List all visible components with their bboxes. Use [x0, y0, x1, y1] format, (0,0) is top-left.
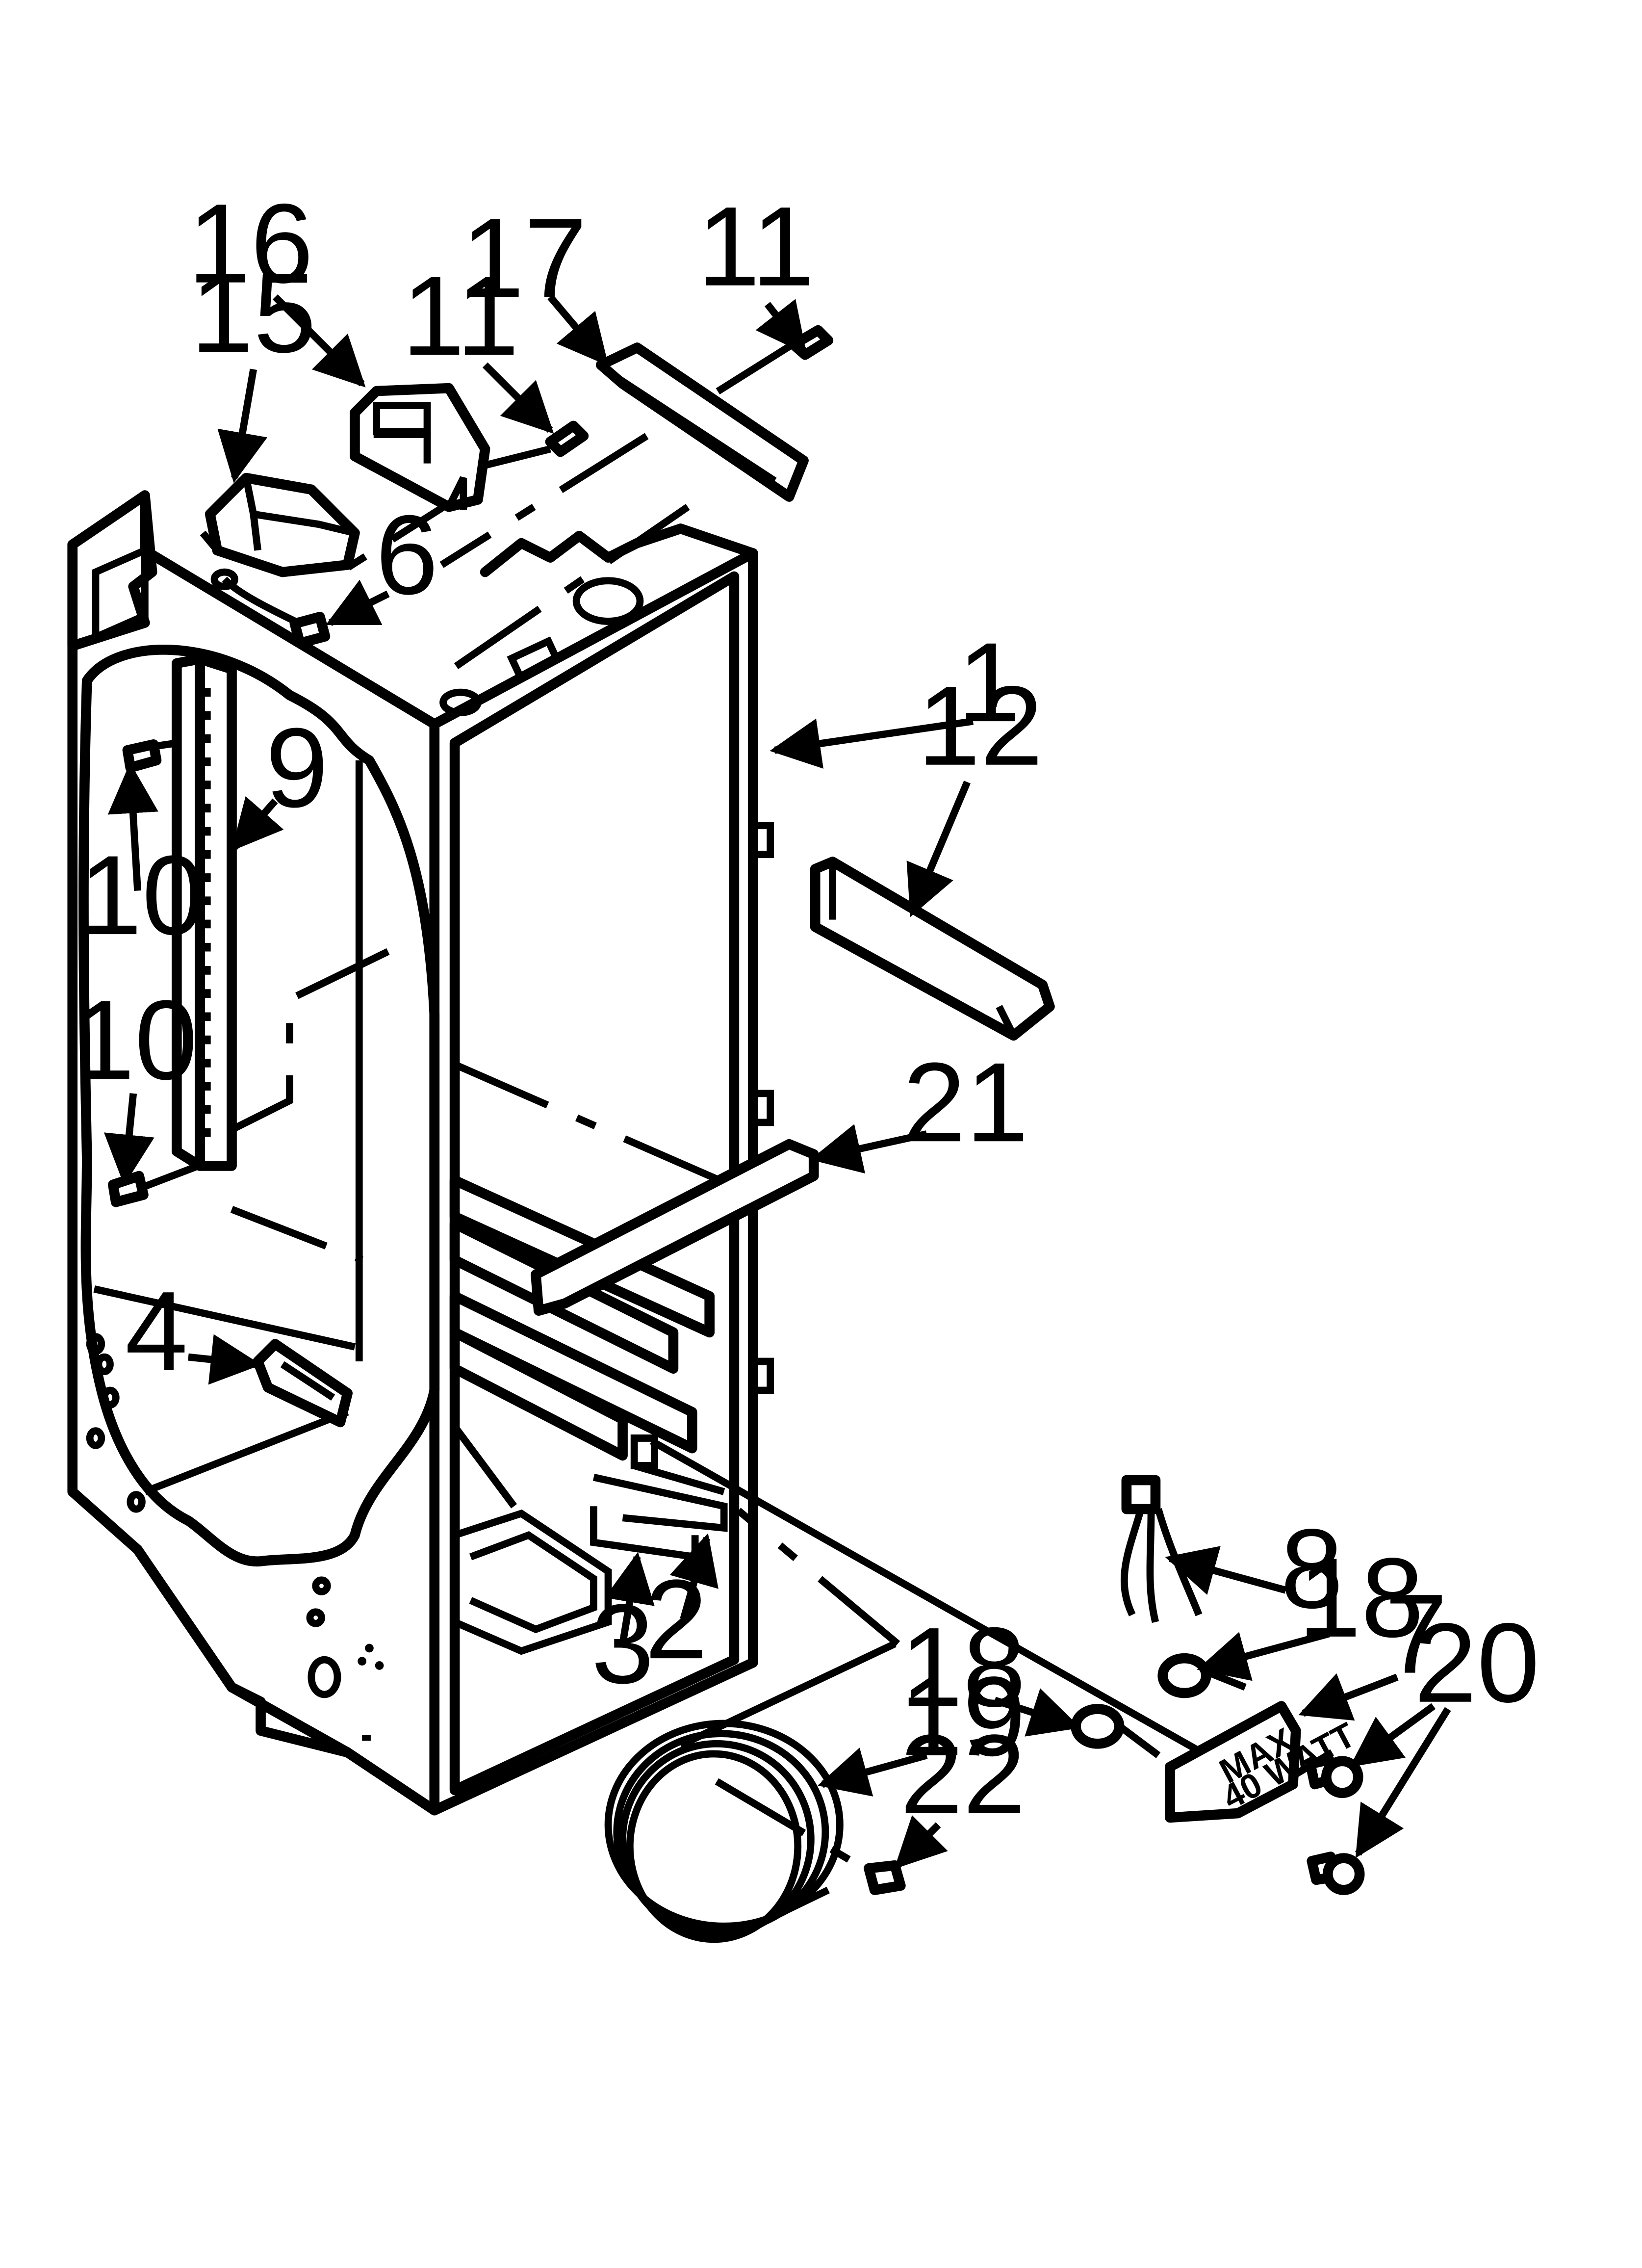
callout-10-upper: 10: [79, 832, 205, 958]
callout-20: 20: [1414, 1600, 1539, 1726]
callout-11-left: 11: [402, 253, 519, 379]
bracket-part-16: [350, 383, 490, 512]
callout-21: 21: [903, 1039, 1028, 1165]
callout-22: 22: [900, 1711, 1026, 1837]
callout-labels: 16 15 17 11 11 6 1 12 9 10 10 21 4 8 18 …: [72, 181, 1540, 1837]
callout-16: 16: [188, 181, 313, 307]
lamp-socket-part-18-lower: [1071, 1704, 1125, 1749]
light-bulb-part-20-lower: [1307, 1851, 1365, 1895]
callout-3: 3: [591, 1581, 654, 1707]
callout-12: 12: [918, 663, 1043, 789]
callout-7: 7: [1385, 1571, 1447, 1697]
rail-part-9: [171, 653, 237, 1171]
callout-8: 8: [1281, 1506, 1343, 1632]
callout-10-lower: 10: [72, 977, 198, 1103]
callout-15: 15: [191, 250, 316, 376]
callout-6: 6: [376, 492, 438, 618]
screw-part-22: [864, 1860, 906, 1895]
light-bulb-part-20-upper: [1305, 1754, 1363, 1799]
wire-connector-part-6: [289, 611, 331, 649]
crossbar-part-21: [531, 1139, 819, 1316]
wire-harness-part-8: [1120, 1475, 1203, 1623]
screw-part-10-upper: [122, 739, 162, 773]
vent-grille-part-4: [253, 1339, 353, 1428]
callout-17: 17: [462, 195, 587, 321]
callout-11-right: 11: [697, 183, 815, 310]
callout-18-upper: 18: [1298, 1535, 1424, 1661]
callout-1: 1: [957, 619, 1020, 745]
callout-leaders: [103, 294, 1451, 1869]
callout-18-lower: 18: [900, 1604, 1026, 1730]
callout-19: 19: [900, 1653, 1026, 1779]
lamp-socket-part-18-upper: [1157, 1653, 1211, 1698]
screw-part-11-left: [545, 420, 589, 457]
callout-9: 9: [265, 704, 328, 831]
water-tube-coil-part-19: [604, 1640, 897, 1943]
shelf-part-12: [810, 857, 1055, 1041]
callout-2: 2: [645, 1556, 708, 1682]
channel-part-17: [595, 342, 809, 502]
callout-4: 4: [125, 1268, 188, 1394]
